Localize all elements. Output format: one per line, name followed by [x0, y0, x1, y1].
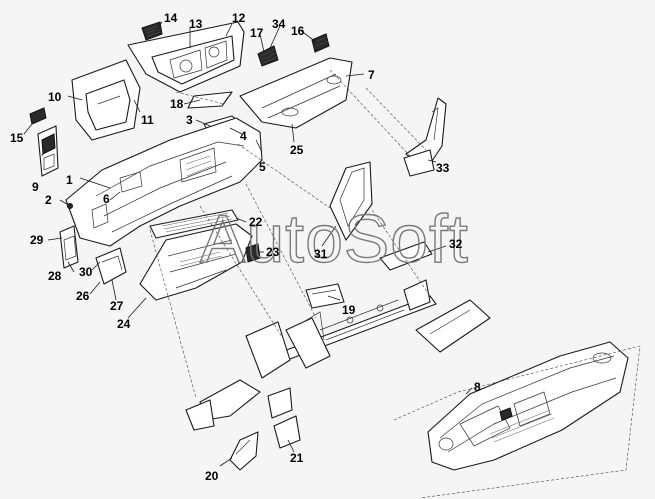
cluster-hood-part-12	[127, 21, 245, 93]
callout-19: 19	[342, 303, 356, 317]
callout-16: 16	[291, 24, 305, 38]
glove-box-part-31	[329, 161, 373, 241]
trim-part-18	[187, 91, 233, 109]
center-vent-panel-part-22	[149, 209, 239, 239]
end-cap-part-28	[59, 225, 79, 269]
vent-part-15	[29, 107, 47, 125]
callout-32: 32	[449, 237, 463, 251]
callout-29: 29	[30, 233, 44, 247]
callout-21: 21	[290, 451, 304, 465]
lower-bracket-part-21	[273, 415, 301, 449]
callout-24: 24	[117, 317, 131, 331]
side-trim-part-33	[403, 97, 447, 177]
callout-25: 25	[290, 143, 304, 157]
callout-34: 34	[272, 17, 286, 31]
callout-4: 4	[240, 129, 247, 143]
callout-17: 17	[250, 26, 264, 40]
main-instrument-panel-part-1	[65, 117, 263, 247]
callout-22: 22	[249, 215, 263, 229]
vent-part-14	[141, 21, 163, 41]
callout-6: 6	[103, 192, 110, 206]
assembled-dashboard-part-8	[427, 341, 629, 471]
callout-1: 1	[66, 173, 73, 187]
callout-15: 15	[10, 131, 24, 145]
upper-cover-part-7	[239, 57, 353, 129]
callout-20: 20	[205, 469, 219, 483]
callout-30: 30	[79, 265, 93, 279]
cluster-bezel-part-10	[71, 59, 141, 141]
callout-12: 12	[232, 11, 246, 25]
callout-27: 27	[110, 299, 124, 313]
callout-8: 8	[474, 380, 481, 394]
callout-23: 23	[266, 245, 280, 259]
callout-31: 31	[314, 247, 328, 261]
callout-33: 33	[436, 161, 450, 175]
vent-part-16	[311, 33, 330, 53]
callout-14: 14	[164, 11, 178, 25]
callout-18: 18	[170, 97, 184, 111]
trim-part-32	[379, 241, 433, 271]
callout-9: 9	[32, 180, 39, 194]
cross-beam-frame	[185, 279, 437, 431]
side-panel-part-9	[37, 125, 59, 177]
callout-13: 13	[189, 17, 203, 31]
console-part-19	[305, 283, 345, 309]
right-bracket-assembly	[415, 299, 491, 353]
callout-5: 5	[259, 160, 266, 174]
watermark: AutoSoft	[200, 201, 469, 277]
callout-10: 10	[48, 90, 62, 104]
callout-7: 7	[368, 68, 375, 82]
bracket-part-26	[95, 247, 127, 285]
callout-2: 2	[45, 193, 52, 207]
callout-11: 11	[141, 113, 154, 127]
callout-3: 3	[186, 113, 193, 127]
lower-bracket-part-20	[229, 431, 259, 471]
vent-part-34	[257, 45, 279, 67]
callout-26: 26	[76, 289, 90, 303]
callout-28: 28	[48, 269, 62, 283]
bracket-part-23	[245, 243, 261, 263]
